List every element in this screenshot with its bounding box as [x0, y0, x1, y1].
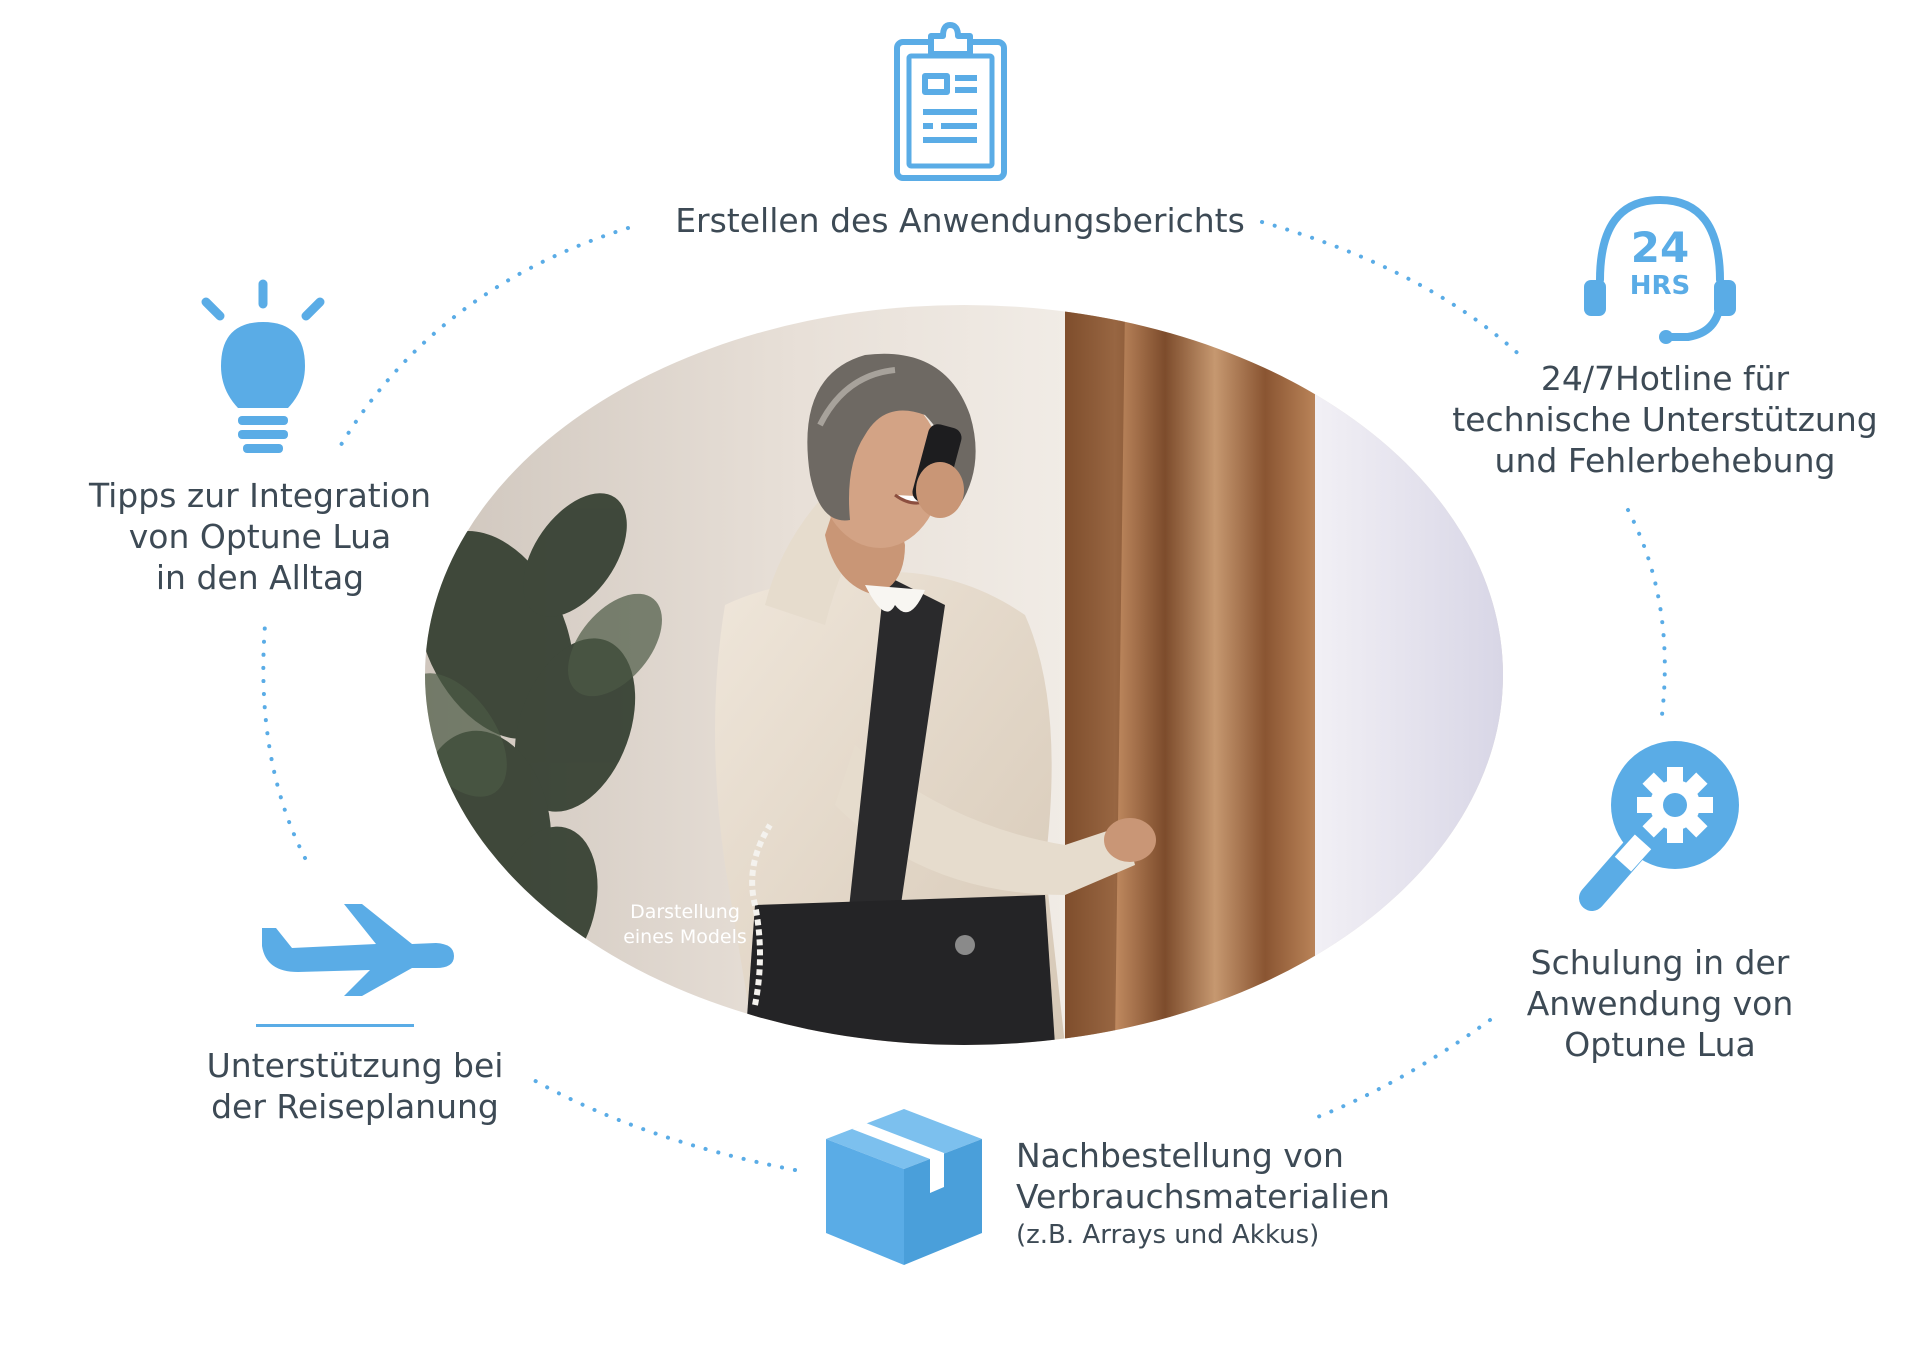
feature-travel: Unterstützung bei der Reiseplanung [170, 1045, 540, 1127]
dotted-arc-reorder-to-travel [528, 1076, 797, 1172]
feature-training-line-3: Optune Lua [1564, 1025, 1756, 1064]
dotted-arc-travel-to-tips [261, 623, 307, 860]
woman-on-phone-photo [425, 305, 1503, 1045]
feature-training-line-2: Anwendung von [1526, 984, 1794, 1023]
feature-reorder-line-2: Verbrauchsmaterialien [1016, 1177, 1390, 1216]
lightbulb-icon [201, 279, 325, 453]
feature-report: Erstellen des Anwendungsberichts [620, 200, 1300, 241]
feature-reorder: Nachbestellung von Verbrauchsmaterialien… [1016, 1135, 1436, 1253]
airplane-icon [262, 904, 454, 996]
feature-reorder-line-1: Nachbestellung von [1016, 1136, 1344, 1175]
feature-tips-line-3: in den Alltag [155, 558, 365, 597]
headset-24-text: 24 [1631, 223, 1689, 272]
feature-hotline-line-3: und Fehlerbehebung [1494, 441, 1836, 480]
feature-travel-line-2: der Reiseplanung [211, 1087, 499, 1126]
clipboard-icon [894, 22, 1007, 181]
feature-reorder-note: (z.B. Arrays und Akkus) [1016, 1220, 1320, 1250]
headset-24hrs-icon: 24 HRS [1584, 195, 1736, 344]
feature-report-line-1: Erstellen des Anwendungsberichts [675, 201, 1245, 240]
dotted-arc-report-to-tips [333, 226, 630, 457]
feature-training: Schulung in der Anwendung von Optune Lua [1480, 942, 1840, 1065]
model-disclaimer-caption: Darstellung eines Models [590, 900, 780, 950]
caption-line-1: Darstellung [630, 901, 740, 923]
feature-hotline: 24/7Hotline für technische Unterstützung… [1420, 358, 1910, 481]
dotted-arc-training-to-reorder [1313, 1018, 1492, 1120]
feature-tips-line-1: Tipps zur Integration [88, 476, 432, 515]
feature-hotline-line-2: technische Unterstützung [1452, 400, 1878, 439]
headset-hrs-text: HRS [1630, 271, 1691, 301]
feature-training-line-1: Schulung in der [1530, 943, 1790, 982]
feature-tips-line-2: von Optune Lua [128, 517, 392, 556]
feature-travel-line-1: Unterstützung bei [206, 1046, 504, 1085]
feature-hotline-line-1: 24/7Hotline für [1540, 359, 1790, 398]
travel-divider [256, 1024, 414, 1027]
magnifier-gear-icon [1579, 741, 1739, 911]
package-box-icon [826, 1109, 982, 1265]
dotted-arc-hotline-to-training [1626, 508, 1667, 717]
caption-line-2: eines Models [623, 926, 747, 948]
feature-tips: Tipps zur Integration von Optune Lua in … [60, 475, 460, 598]
